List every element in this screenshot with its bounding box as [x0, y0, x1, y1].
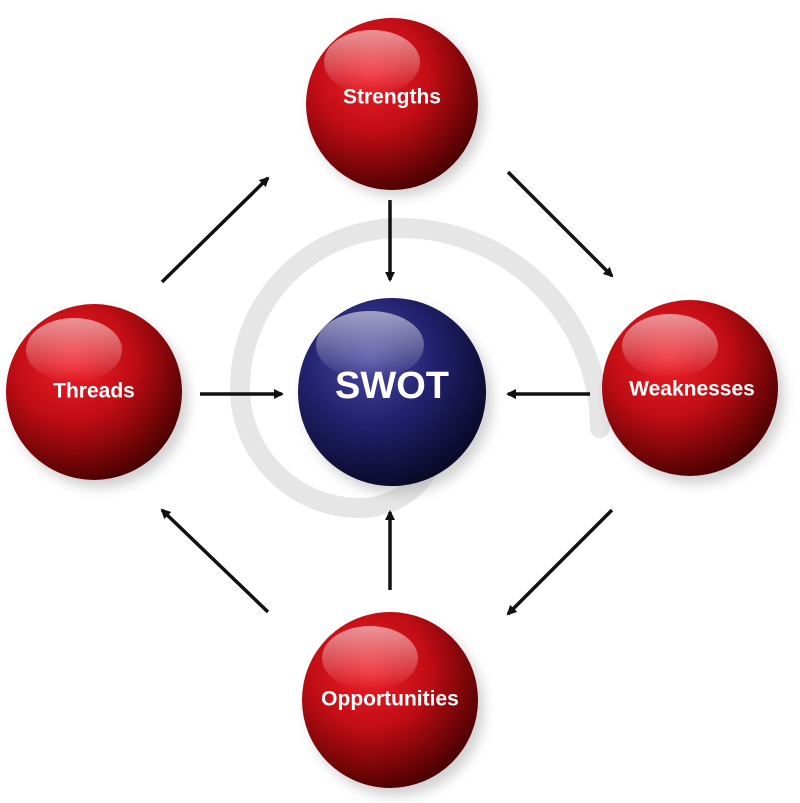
node-swot-label: SWOT: [335, 365, 449, 407]
node-swot: SWOT: [298, 298, 492, 494]
arrow-opportunities-to-threads: [160, 508, 270, 614]
arrow-threads-to-strengths: [160, 176, 270, 284]
node-strengths: Strengths: [306, 18, 484, 196]
node-opportunities-label: Opportunities: [321, 688, 459, 711]
node-swot-highlight: [316, 311, 424, 379]
node-threads: Threads: [6, 304, 188, 488]
arrow-weaknesses-to-opportunities: [506, 508, 614, 616]
node-weaknesses-highlight: [622, 314, 718, 378]
node-strengths-label: Strengths: [343, 86, 441, 109]
node-weaknesses-label: Weaknesses: [629, 378, 755, 401]
node-opportunities-highlight: [322, 626, 418, 690]
node-threads-label: Threads: [53, 380, 135, 403]
node-strengths-highlight: [324, 30, 420, 94]
node-weaknesses: Weaknesses: [602, 300, 784, 484]
arrow-strengths-to-weaknesses: [506, 170, 614, 278]
node-threads-highlight: [26, 318, 122, 382]
arrow-layer: [160, 170, 614, 616]
node-opportunities: Opportunities: [302, 612, 484, 796]
